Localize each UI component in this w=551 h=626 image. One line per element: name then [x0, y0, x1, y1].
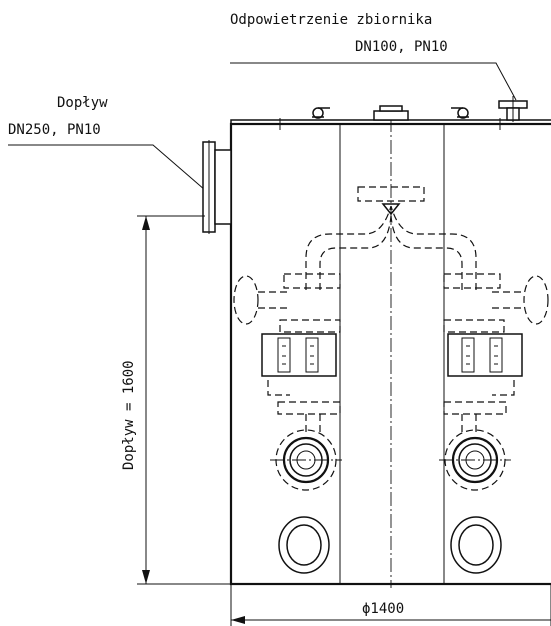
- internal-pipework: [267, 186, 515, 432]
- inlet-pipe: [202, 140, 232, 234]
- lid-fittings: [279, 105, 501, 130]
- vent-label-line1: Odpowietrzenie zbiornika: [230, 12, 432, 28]
- pump-block-left: [261, 333, 337, 377]
- inlet-height-dimension-label: Dopływ = 1600: [121, 360, 137, 470]
- inlet-label-line1: Dopływ: [57, 95, 108, 111]
- outlet-port-right: [450, 516, 502, 574]
- diameter-dimension-label: ϕ1400: [362, 601, 404, 617]
- vent-label-line2: DN100, PN10: [355, 39, 448, 55]
- inlet-label-line2: DN250, PN10: [8, 122, 101, 138]
- outlet-port-left: [278, 516, 330, 574]
- diameter-dimension: [230, 584, 551, 626]
- pump-block-right: [447, 333, 523, 377]
- vent-pipe: [498, 96, 528, 122]
- valve-left: [270, 429, 342, 491]
- side-pipe-stubs: [233, 275, 549, 325]
- inlet-leader-line: [8, 144, 206, 191]
- vent-leader-line: [230, 62, 517, 101]
- inlet-height-dimension: [137, 215, 231, 585]
- valve-right: [439, 429, 511, 491]
